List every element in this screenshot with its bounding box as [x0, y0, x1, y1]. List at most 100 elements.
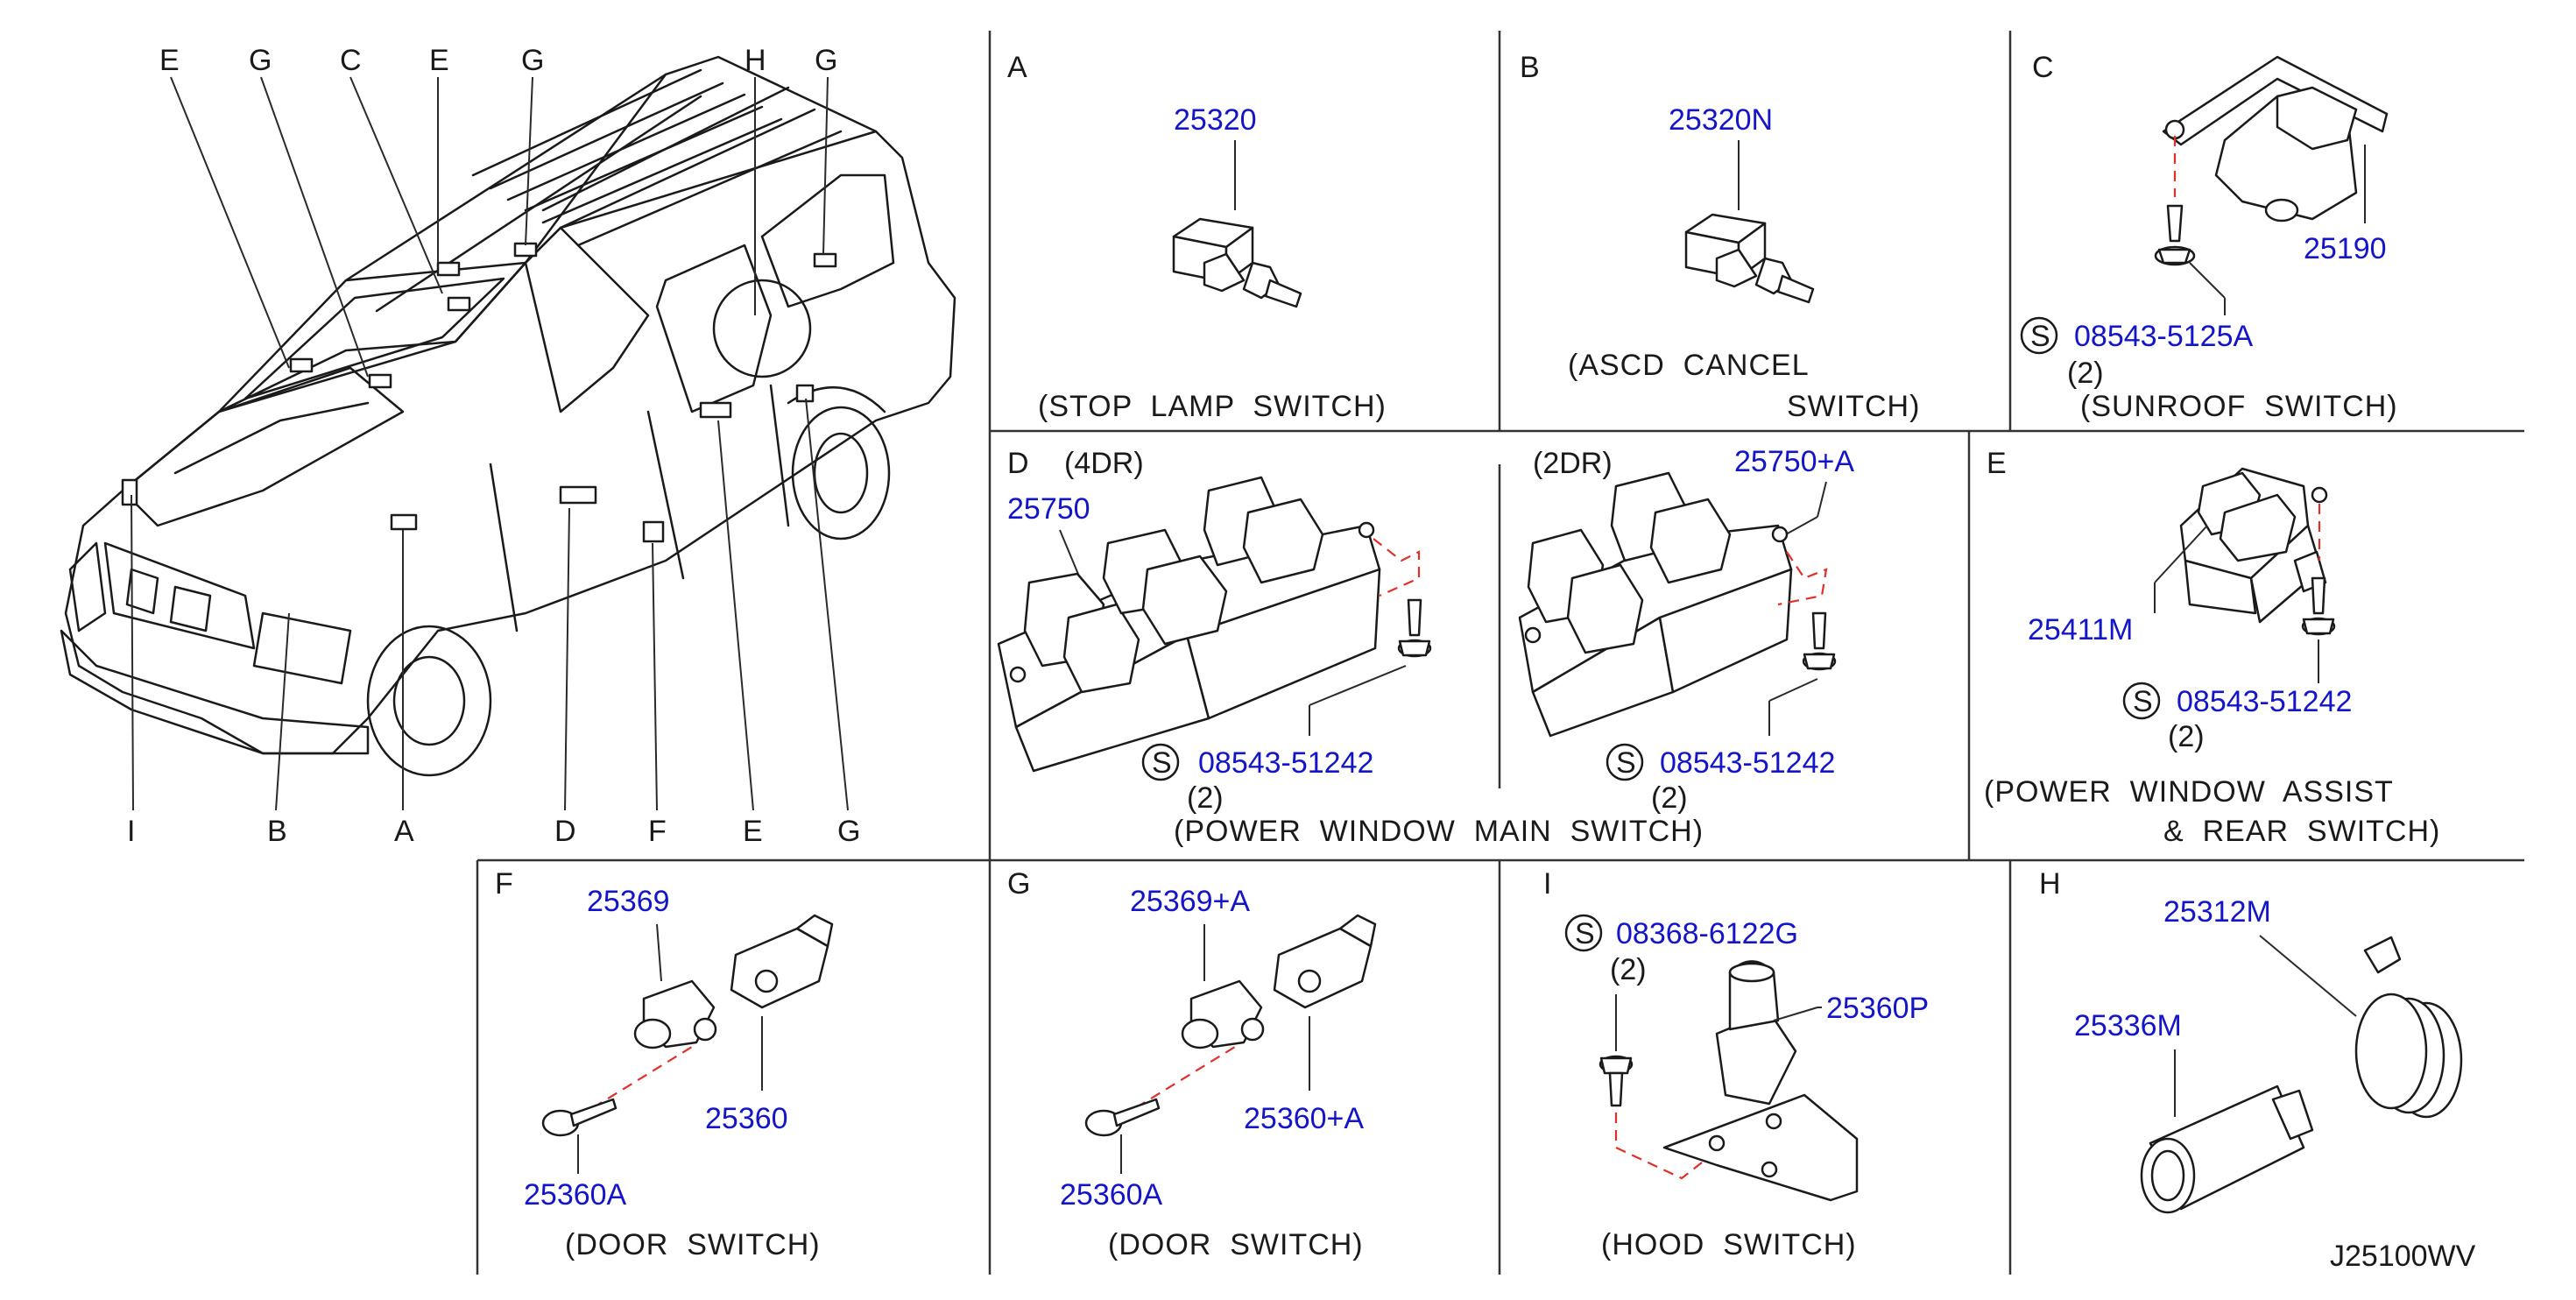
hood-screw-drawing: [1599, 1055, 1634, 1107]
part-number-25320n[interactable]: 25320N: [1669, 103, 1773, 137]
sunroof-screw-drawing: [2154, 204, 2196, 266]
panel-e-s-mark: S: [2133, 685, 2153, 718]
part-number-25750-a[interactable]: 25750+A: [1734, 445, 1854, 478]
callout-d: D: [554, 815, 576, 848]
s-mark-icon: [1141, 743, 1180, 781]
panel-c-caption: (SUNROOF SWITCH): [2080, 390, 2398, 423]
part-number-25190[interactable]: 25190: [2304, 232, 2387, 265]
part-number-25360a-f[interactable]: 25360A: [524, 1178, 627, 1212]
part-number-25411m[interactable]: 25411M: [2028, 613, 2133, 646]
panel-c-s-mark: S: [2030, 320, 2050, 353]
screw-g-drawing: [1084, 1098, 1161, 1137]
callout-h: H: [745, 44, 766, 77]
panel-d-letter: D: [1007, 447, 1029, 480]
panel-e-letter: E: [1987, 447, 2007, 480]
part-number-25750[interactable]: 25750: [1007, 492, 1090, 526]
part-number-08368-6122g[interactable]: 08368-6122G: [1616, 917, 1798, 950]
panel-a-caption: (STOP LAMP SWITCH): [1038, 390, 1387, 423]
part-number-25369-a[interactable]: 25369+A: [1130, 885, 1250, 918]
callout-e-1: E: [159, 44, 180, 77]
panel-i-caption: (HOOD SWITCH): [1601, 1228, 1857, 1261]
callout-i: I: [127, 815, 135, 848]
panel-f-letter: F: [495, 867, 513, 901]
main-switch-2dr-drawing: [1518, 471, 1793, 738]
part-number-08543-51242-2dr[interactable]: 08543-51242: [1660, 746, 1835, 780]
panel-e-qty: (2): [2168, 720, 2205, 753]
panel-a-letter: A: [1007, 51, 1027, 84]
courtesy-lamp-socket-drawing: [2140, 1085, 2314, 1214]
ascd-cancel-switch-drawing: [1684, 213, 1815, 304]
panel-i-qty: (2): [1610, 953, 1647, 986]
callout-a: A: [394, 815, 414, 848]
panel-g: G 25369+A 25360+A 25360A (DOOR SWITCH): [1007, 867, 1377, 1261]
part-number-25360a-g[interactable]: 25360A: [1060, 1178, 1163, 1212]
s-mark-icon: [2122, 682, 2161, 720]
part-number-25312m[interactable]: 25312M: [2163, 895, 2271, 929]
door-switch-f-drawing: [633, 914, 834, 1049]
panel-f-caption: (DOOR SWITCH): [565, 1228, 821, 1261]
screw-f-drawing: [541, 1098, 618, 1137]
callout-e-3: E: [743, 815, 763, 848]
panel-h: H 25312M 25336M: [2039, 867, 2463, 1214]
callout-g-1: G: [249, 44, 272, 77]
callout-c: C: [340, 44, 362, 77]
panel-d: D (4DR) (2DR) 25750 25750+A: [997, 445, 1854, 848]
assist-screw-drawing: [2301, 576, 2336, 636]
s-mark-icon: [2020, 316, 2058, 355]
panel-b-letter: B: [1520, 51, 1540, 84]
screw-2dr-drawing: [1802, 611, 1837, 671]
s-mark-icon: [1606, 743, 1644, 781]
callout-f: F: [648, 815, 667, 848]
vehicle-illustration: [60, 55, 956, 811]
part-number-25336m[interactable]: 25336M: [2074, 1009, 2182, 1042]
part-number-25320[interactable]: 25320: [1174, 103, 1257, 137]
panel-d-s-mark-4dr: S: [1152, 746, 1172, 780]
panel-h-letter: H: [2039, 867, 2061, 901]
part-number-25360p[interactable]: 25360P: [1826, 992, 1929, 1025]
sunroof-switch-drawing: [2162, 55, 2389, 223]
door-switch-g-drawing: [1181, 914, 1377, 1049]
panel-d-variant-4dr: (4DR): [1064, 447, 1144, 480]
panel-d-qty-2dr: (2): [1651, 781, 1688, 815]
panel-d-qty-4dr: (2): [1187, 781, 1224, 815]
callout-e-2: E: [429, 44, 449, 77]
panel-g-caption: (DOOR SWITCH): [1108, 1228, 1364, 1261]
panel-b: B 25320N (ASCD CANCEL SWITCH): [1520, 51, 1920, 423]
panel-i-s-mark: S: [1575, 917, 1595, 950]
panel-b-caption-2: SWITCH): [1787, 390, 1920, 423]
callout-g-2: G: [521, 44, 544, 77]
part-number-25360-a[interactable]: 25360+A: [1244, 1102, 1364, 1135]
part-number-25360[interactable]: 25360: [705, 1102, 788, 1135]
panel-c-letter: C: [2032, 51, 2054, 84]
panel-d-caption: (POWER WINDOW MAIN SWITCH): [1174, 815, 1704, 848]
panel-d-s-mark-2dr: S: [1616, 746, 1636, 780]
s-mark-icon: [1564, 914, 1603, 952]
panel-a: A 25320 (STOP LAMP SWITCH): [1007, 51, 1387, 423]
courtesy-lamp-ring-drawing: [2354, 936, 2463, 1119]
panel-grid: [476, 31, 2524, 1275]
panel-f: F 25369 25360 25360A (DOOR SWITCH): [495, 867, 834, 1261]
panel-e-caption-1: (POWER WINDOW ASSIST: [1984, 775, 2394, 809]
part-number-08543-51242-e[interactable]: 08543-51242: [2177, 685, 2352, 718]
main-switch-4dr-drawing: [997, 476, 1381, 773]
hood-switch-drawing: [1662, 960, 1859, 1202]
diagram-code: J25100WV: [2330, 1240, 2476, 1273]
callout-g-3: G: [815, 44, 837, 77]
part-number-25369[interactable]: 25369: [587, 885, 670, 918]
panel-e-caption-2: & REAR SWITCH): [2163, 815, 2440, 848]
callout-b: B: [267, 815, 287, 848]
assist-switch-drawing: [2179, 467, 2328, 624]
panel-c-qty: (2): [2067, 357, 2104, 390]
panel-g-letter: G: [1007, 867, 1030, 901]
panel-c: C 25190 S 08543-5125A (2) (SUNROOF SWITC…: [2020, 51, 2398, 423]
panel-d-variant-2dr: (2DR): [1533, 447, 1613, 480]
callout-g-4: G: [837, 815, 860, 848]
part-number-08543-51242-4dr[interactable]: 08543-51242: [1198, 746, 1373, 780]
panel-i: I S 08368-6122G (2) 25360P (HOOD SWITCH): [1543, 867, 1929, 1261]
part-number-08543-5125a[interactable]: 08543-5125A: [2074, 320, 2254, 353]
stop-lamp-switch-drawing: [1172, 217, 1302, 308]
screw-4dr-drawing: [1397, 598, 1432, 658]
panel-b-caption-1: (ASCD CANCEL: [1568, 349, 1810, 382]
